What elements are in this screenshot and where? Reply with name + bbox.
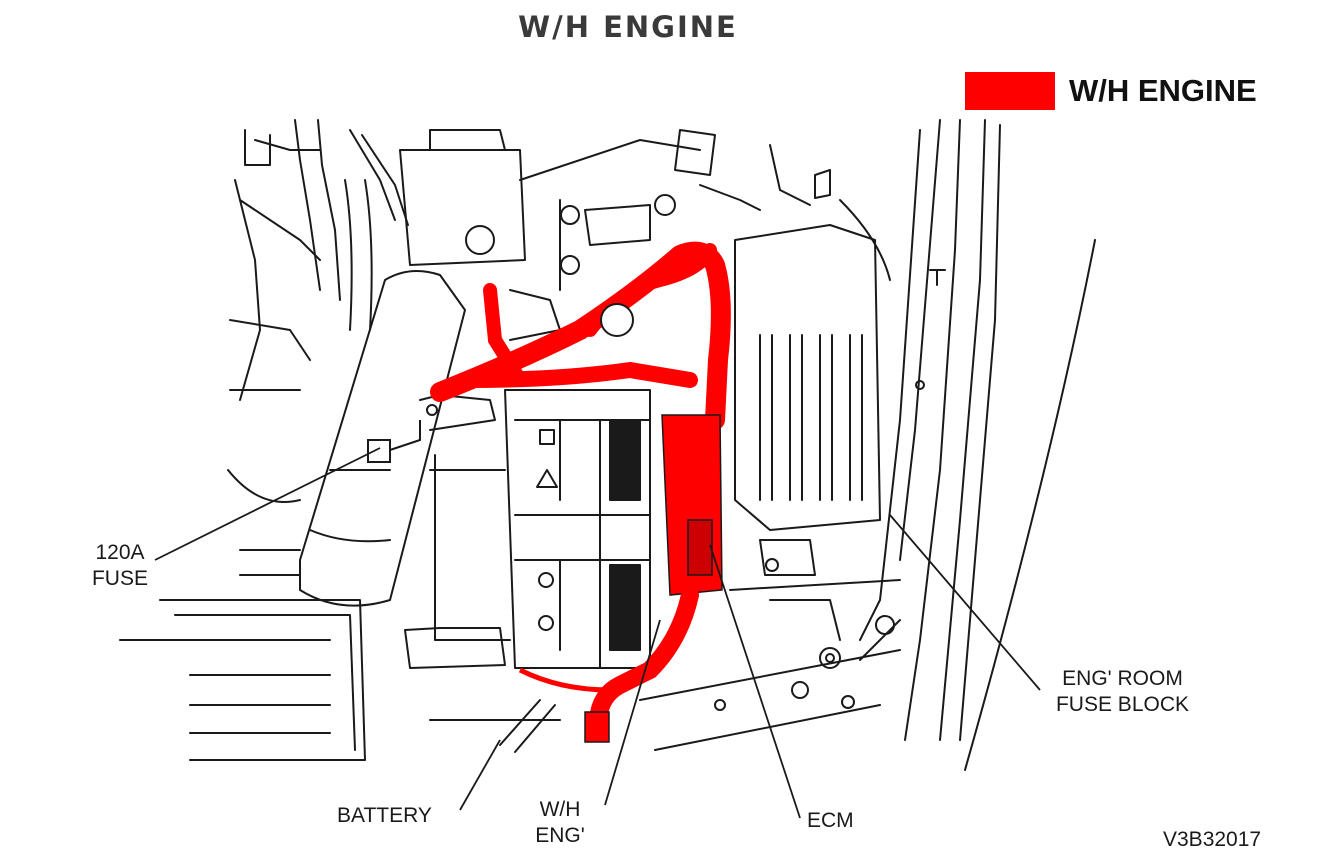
fuse-120a-part bbox=[367, 404, 438, 463]
label-120a-fuse-line1: 120A bbox=[95, 541, 145, 564]
leader-lines bbox=[154, 447, 1041, 819]
label-wh-eng-line2: ENG' bbox=[535, 824, 585, 847]
legend: W/H ENGINE bbox=[965, 72, 1257, 110]
diagram-title: W/H ENGINE bbox=[518, 10, 738, 44]
label-eng-room-line2: FUSE BLOCK bbox=[1055, 693, 1190, 716]
engine-wire-harness bbox=[430, 241, 731, 743]
label-ecm: ECM bbox=[807, 809, 854, 832]
engine-block bbox=[399, 129, 761, 341]
legend-swatch bbox=[965, 72, 1055, 110]
leader-fuse-block bbox=[889, 514, 1041, 691]
leader-battery bbox=[459, 739, 501, 811]
leader-wh-eng bbox=[604, 619, 661, 806]
label-120a-fuse-line2: FUSE bbox=[91, 567, 148, 590]
label-battery: BATTERY bbox=[337, 804, 432, 827]
battery bbox=[404, 389, 651, 669]
leader-120a-fuse bbox=[154, 447, 381, 561]
engine-components bbox=[119, 119, 466, 761]
legend-label: W/H ENGINE bbox=[1069, 73, 1257, 108]
label-wh-eng: W/H ENG' bbox=[525, 797, 595, 849]
label-eng-room-fuse-block: ENG' ROOM FUSE BLOCK bbox=[1040, 666, 1205, 718]
fuse-block bbox=[734, 144, 891, 576]
label-wh-eng-line1: W/H bbox=[539, 798, 581, 821]
body-panel bbox=[859, 119, 1096, 771]
label-eng-room-line1: ENG' ROOM bbox=[1062, 667, 1183, 690]
figure-code: V3B32017 bbox=[1163, 828, 1262, 851]
lower-components bbox=[429, 579, 901, 753]
label-120a-fuse: 120A FUSE bbox=[80, 540, 160, 592]
leader-ecm bbox=[709, 544, 801, 819]
